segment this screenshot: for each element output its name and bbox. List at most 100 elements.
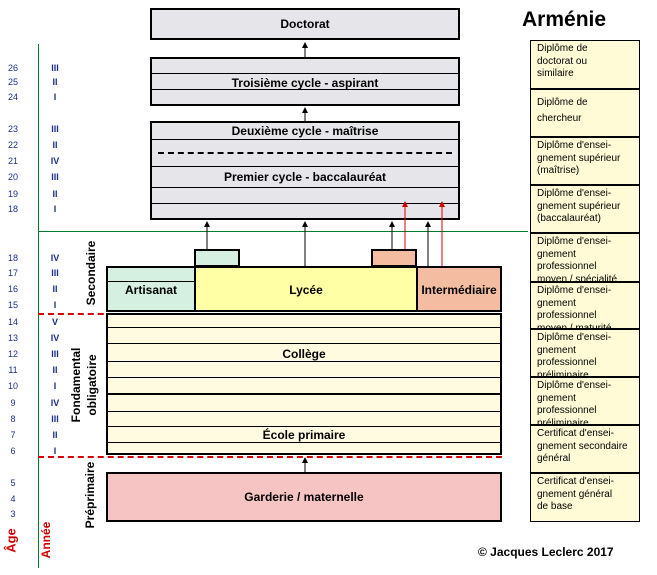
age-value: 14 xyxy=(7,317,18,327)
diploma-text-line: gnement supérieur xyxy=(537,152,621,164)
row-divider xyxy=(152,203,458,204)
row-divider xyxy=(108,343,500,344)
year-value: III xyxy=(51,124,59,134)
row-divider xyxy=(108,327,500,328)
diploma-text-line: Diplôme d'ensei- xyxy=(537,140,612,151)
diploma-text-line: (maîtrise) xyxy=(537,165,580,177)
diploma-text-line: gnement supérieur xyxy=(537,200,621,212)
diploma-text-line: préliminaire xyxy=(537,417,589,429)
row-divider xyxy=(108,377,500,378)
diploma-text-line: gnement professionnel xyxy=(537,344,597,369)
diploma-secondaire-general: Certificat d'ensei- gnement secondaire g… xyxy=(530,425,640,473)
age-value: 5 xyxy=(10,478,16,488)
intermediaire-label: Intermédiaire xyxy=(421,283,497,297)
age-value: 19 xyxy=(7,189,18,199)
diploma-text-line: gnement secondaire xyxy=(537,440,628,452)
age-value: 20 xyxy=(7,172,18,182)
year-value: I xyxy=(53,446,57,456)
year-value: IV xyxy=(50,253,60,263)
row-divider xyxy=(108,361,500,362)
intermediaire-box: Intermédiaire xyxy=(416,266,502,312)
troisieme-cycle-box: Troisième cycle - aspirant xyxy=(150,57,460,106)
diploma-text-line: Diplôme d'ensei- xyxy=(537,380,612,391)
diploma-text-line: préliminaire xyxy=(537,369,589,381)
ecole-primaire-label: École primaire xyxy=(262,428,346,442)
diploma-text-line: Diplôme de xyxy=(537,43,588,54)
diploma-text-line: (baccalauréat) xyxy=(537,213,601,225)
age-value: 7 xyxy=(10,430,16,440)
year-value: II xyxy=(52,189,58,199)
copyright: © Jacques Leclerc 2017 xyxy=(478,545,614,559)
lycee-box: Lycée xyxy=(194,266,418,312)
year-value: II xyxy=(52,77,58,87)
row-divider xyxy=(152,139,458,140)
age-value: 21 xyxy=(7,156,18,166)
diploma-text-line: gnement professionnel xyxy=(537,297,597,322)
age-value: 9 xyxy=(10,398,16,408)
age-value: 6 xyxy=(10,446,16,456)
diploma-baccalaureat: Diplôme d'ensei- gnement supérieur (bacc… xyxy=(530,185,640,233)
year-value: I xyxy=(53,381,57,391)
diploma-specialite: Diplôme d'ensei- gnement professionnel m… xyxy=(530,233,640,285)
age-value: 13 xyxy=(7,333,18,343)
age-value: 10 xyxy=(7,381,18,391)
year-value: III xyxy=(51,349,59,359)
diploma-text-line: Diplôme d'ensei- xyxy=(537,285,612,296)
troisieme-cycle-label: Troisième cycle - aspirant xyxy=(231,76,379,90)
diploma-maitrise: Diplôme d'ensei- gnement supérieur (maît… xyxy=(530,137,640,185)
diploma-text-line: Diplôme de xyxy=(537,97,588,108)
age-value: 24 xyxy=(7,92,18,102)
row-divider xyxy=(108,426,500,427)
artisanat-box: Artisanat xyxy=(106,266,196,312)
year-value: V xyxy=(51,317,58,327)
diploma-text-line: général xyxy=(537,453,571,465)
age-value: 11 xyxy=(8,365,18,375)
diploma-preliminaire-2: Diplôme d'ensei- gnement professionnel p… xyxy=(530,377,640,429)
row-divider xyxy=(152,73,458,74)
lycee-label: Lycée xyxy=(289,283,323,297)
year-value: II xyxy=(52,365,58,375)
year-value: II xyxy=(52,140,58,150)
diploma-text-line: doctorat ou xyxy=(537,55,588,67)
fundamental-box: Collège École primaire xyxy=(106,313,502,455)
row-divider xyxy=(152,89,458,90)
college-label: Collège xyxy=(282,347,326,361)
diploma-text-line: gnement professionnel xyxy=(537,248,597,273)
age-value: 16 xyxy=(7,284,18,294)
college-primary-divider xyxy=(108,393,500,395)
age-value: 23 xyxy=(7,124,18,134)
age-value: 18 xyxy=(7,253,18,263)
row-divider xyxy=(108,411,500,412)
doctorat-box: Doctorat xyxy=(150,8,460,40)
row-divider xyxy=(108,281,194,282)
year-value: II xyxy=(52,430,58,440)
page-title: Arménie xyxy=(522,8,607,31)
year-value: IV xyxy=(50,333,60,343)
diploma-text-line: moyen / spécialité xyxy=(537,273,618,285)
year-value: I xyxy=(53,92,57,102)
university-box: Deuxième cycle - maîtrise Premier cycle … xyxy=(150,121,460,220)
age-value: 25 xyxy=(7,77,18,87)
diploma-text-line: chercheur xyxy=(537,112,582,124)
row-divider xyxy=(152,166,458,167)
garderie-label: Garderie / maternelle xyxy=(244,490,364,504)
age-value: 18 xyxy=(7,204,18,214)
diploma-preliminaire-1: Diplôme d'ensei- gnement professionnel p… xyxy=(530,329,640,381)
age-value: 22 xyxy=(7,140,18,150)
age-value: 4 xyxy=(10,494,16,504)
diploma-text-line: moyen / maturité xyxy=(537,323,635,336)
year-value: I xyxy=(53,300,57,310)
year-value: I xyxy=(53,204,57,214)
diploma-text-line: de base xyxy=(537,501,573,513)
year-value: IV xyxy=(50,156,60,166)
age-value: 3 xyxy=(10,509,16,519)
age-value: 26 xyxy=(7,63,18,73)
deuxieme-cycle-label: Deuxième cycle - maîtrise xyxy=(231,124,379,138)
premier-cycle-label: Premier cycle - baccalauréat xyxy=(223,170,387,184)
age-value: 15 xyxy=(7,300,18,310)
diploma-text-line: Certificat d'ensei- xyxy=(537,428,614,439)
diploma-text-line: Diplôme d'ensei- xyxy=(537,332,612,343)
year-value: III xyxy=(51,268,59,278)
diploma-text-line: Certificat d'ensei- xyxy=(537,476,614,487)
